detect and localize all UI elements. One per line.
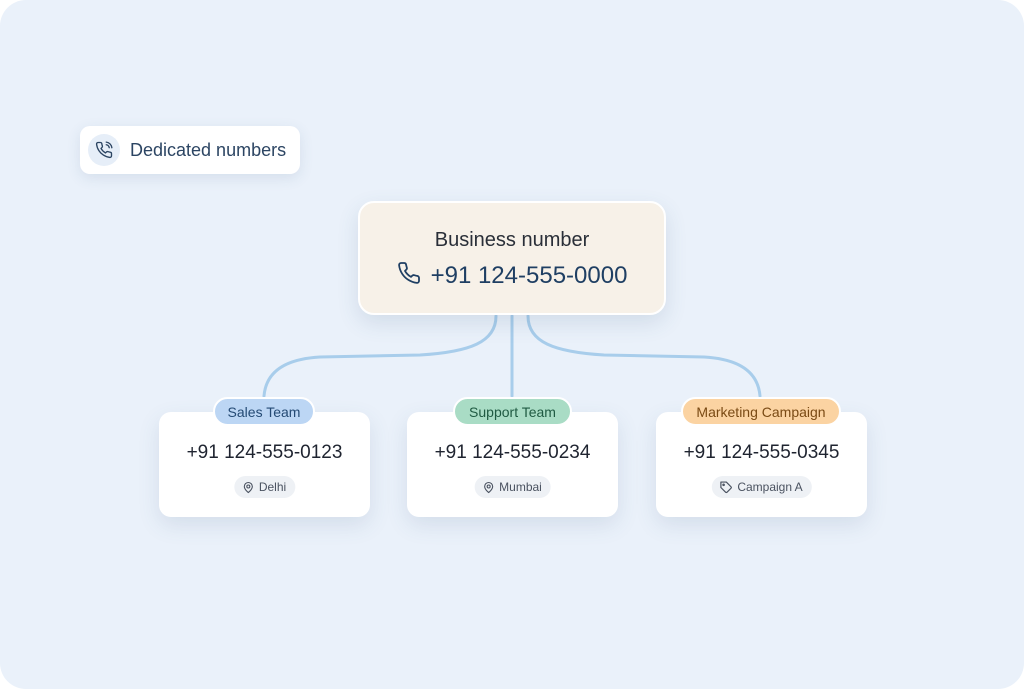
marketing-campaign-card: +91 124-555-0345 Campaign A [656, 412, 867, 517]
sales-team-number: +91 124-555-0123 [186, 442, 343, 463]
sales-team-tag: Sales Team [213, 397, 315, 426]
sales-team-location: Delhi [258, 480, 287, 494]
sales-team-location-badge: Delhi [233, 476, 296, 498]
support-team-tag: Support Team [453, 397, 572, 426]
business-number-title: Business number [434, 229, 590, 251]
location-pin-icon [243, 481, 253, 493]
tag-icon [719, 480, 732, 493]
support-team-number: +91 124-555-0234 [434, 442, 591, 463]
dedicated-numbers-label: Dedicated numbers [130, 139, 287, 160]
support-team-card: +91 124-555-0234 Mumbai [407, 412, 618, 517]
business-number-value: +91 124-555-0000 [430, 261, 628, 289]
marketing-campaign-meta: Campaign A [737, 480, 803, 494]
marketing-campaign-tag-badge: Campaign A [711, 476, 812, 498]
dedicated-numbers-chip: Dedicated numbers [80, 126, 300, 174]
marketing-campaign-number: +91 124-555-0345 [683, 442, 840, 463]
location-pin-icon [483, 481, 493, 493]
support-team-location-badge: Mumbai [474, 476, 551, 498]
sales-team-card: +91 124-555-0123 Delhi [159, 412, 370, 517]
connector-marketing [526, 314, 762, 398]
phone-icon [397, 261, 421, 290]
support-team-location: Mumbai [499, 480, 542, 494]
business-number-row: +91 124-555-0000 [360, 261, 664, 290]
business-number-card: Business number +91 124-555-0000 [358, 201, 666, 315]
phone-call-icon [88, 134, 120, 166]
connector-sales [262, 314, 498, 398]
marketing-campaign-tag: Marketing Campaign [681, 397, 841, 426]
